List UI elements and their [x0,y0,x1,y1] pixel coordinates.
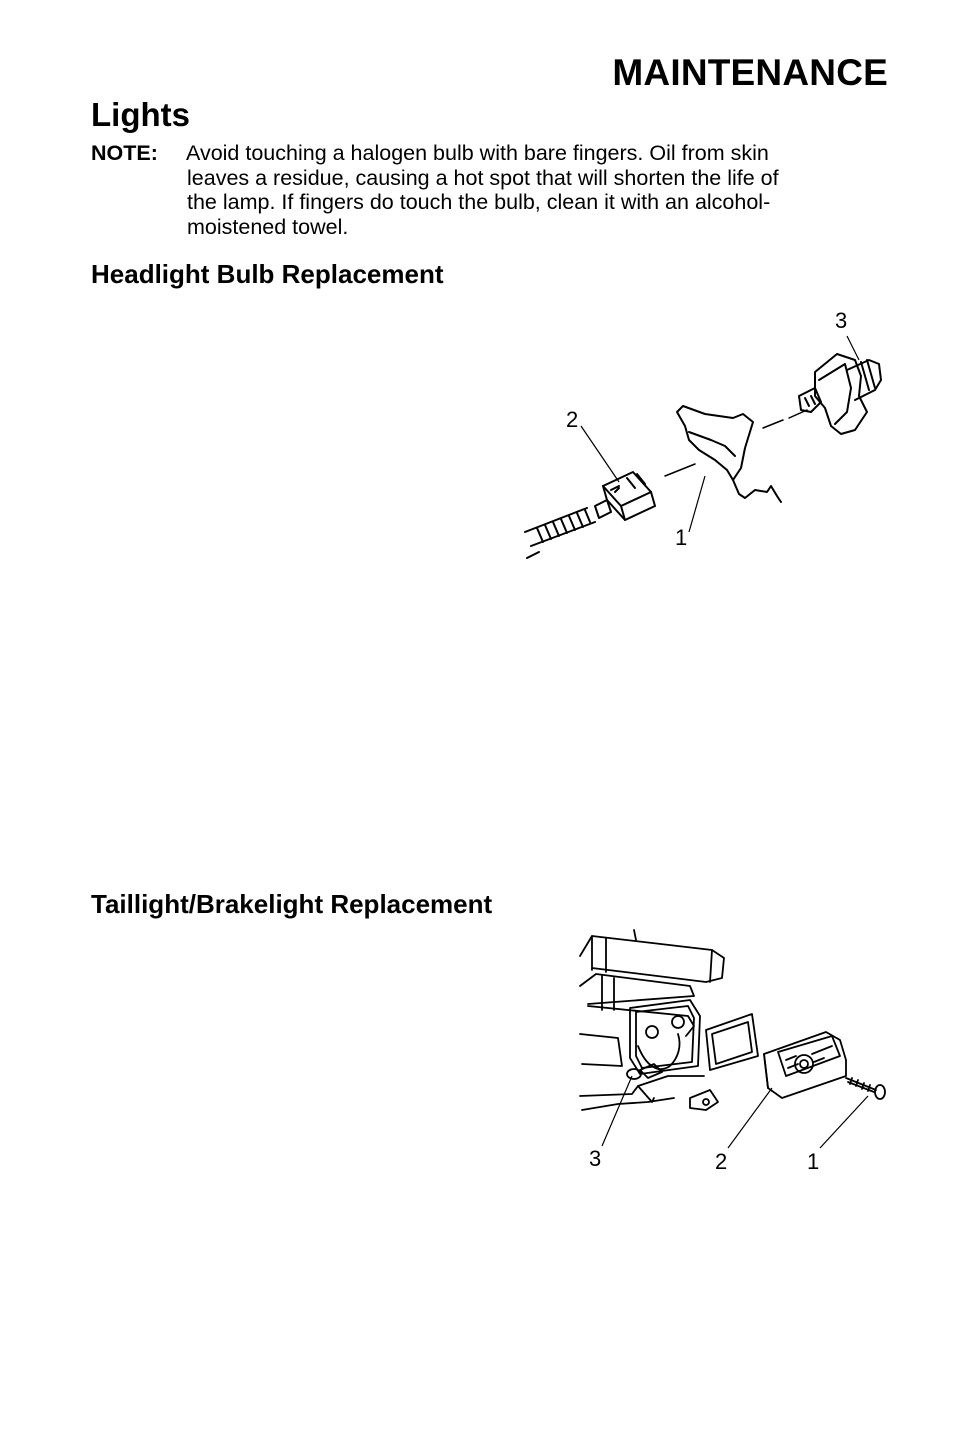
wire-harness [524,507,596,559]
leader-line [727,1087,773,1149]
note-line: Avoid touching a halogen bulb with bare … [186,141,769,165]
note-line: leaves a residue, causing a hot spot tha… [187,165,779,190]
headlight-diagram: 2 1 3 [524,308,882,559]
mounting-bracket [629,999,701,1075]
callout-3: 3 [835,308,847,333]
bracket-tab [689,1089,719,1111]
section-header: MAINTENANCE [612,52,888,93]
page-title: Lights [91,96,190,133]
leader-line [846,335,860,361]
note-line: moistened towel. [187,214,349,239]
note-line: the lamp. If fingers do touch the bulb, … [187,190,771,214]
leader-line [601,1075,633,1147]
callout-1: 1 [807,1149,819,1174]
headlight-heading: Headlight Bulb Replacement [91,259,444,289]
retaining-spring [676,405,782,503]
taillight-heading: Taillight/Brakelight Replacement [91,889,493,919]
leader-line [819,1095,869,1149]
connector [594,471,656,521]
note-text: Avoid touching a halogen bulb with bare … [91,141,911,239]
halogen-bulb [798,353,882,435]
callout-3: 3 [589,1146,601,1171]
callout-2: 2 [715,1149,727,1174]
taillight-housing [763,1031,847,1099]
rear-rack [579,929,725,1111]
screw [845,1077,886,1100]
leader-line [580,425,620,483]
note-label: NOTE: [91,141,158,165]
callout-1: 1 [675,525,687,550]
bulb-socket [626,1063,663,1103]
leader-line [688,475,706,533]
callout-2: 2 [566,407,578,432]
note-block: NOTE: Avoid touching a halogen bulb with… [91,141,911,239]
lens-gasket [705,1013,759,1071]
taillight-diagram: 3 2 1 [579,929,886,1174]
